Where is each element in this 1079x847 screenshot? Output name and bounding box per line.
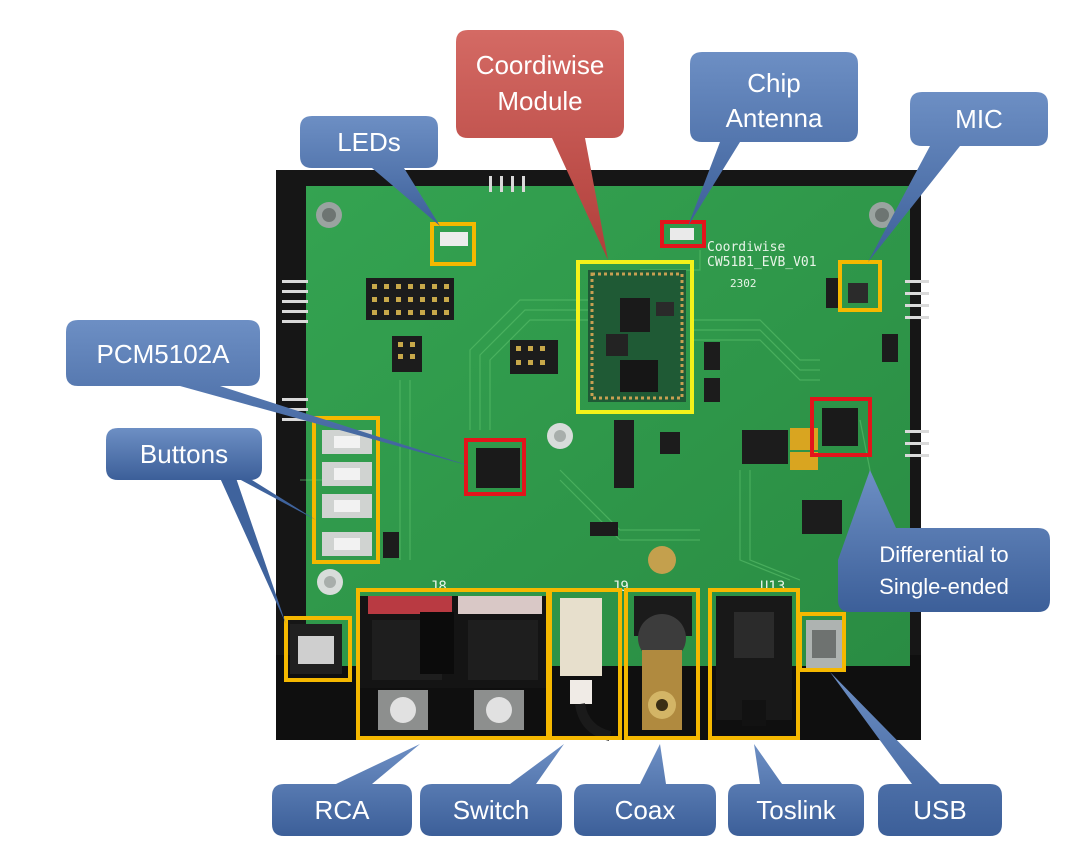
switch-body <box>560 598 612 741</box>
callout-chip-antenna-line2: Antenna <box>726 103 823 133</box>
callout-rca-label: RCA <box>315 795 371 825</box>
left-header-pins <box>282 280 308 421</box>
callout-coordiwise-module-line1: Coordiwise <box>476 50 605 80</box>
callout-mic-label: MIC <box>955 104 1003 134</box>
callout-usb: USB <box>830 672 1002 836</box>
pin-header-right <box>383 278 898 558</box>
module-highlight-box <box>576 260 694 414</box>
top-header-pins <box>489 176 525 192</box>
callout-toslink: Toslink <box>728 744 864 836</box>
differential-chip <box>822 408 858 446</box>
highlight-boxes <box>284 220 882 740</box>
leds-highlight-box <box>430 222 476 266</box>
tactile-buttons <box>322 430 372 556</box>
chip-antenna-highlight-box <box>660 220 706 248</box>
callout-mic: MIC <box>868 92 1048 262</box>
callout-switch-label: Switch <box>453 795 530 825</box>
pin-header-con15 <box>510 340 558 374</box>
coax-highlight-box <box>624 588 700 740</box>
callout-coordiwise-module-line2: Module <box>497 86 582 116</box>
silkscreen-code: 2302 <box>730 277 757 290</box>
callout-switch: Switch <box>420 744 564 836</box>
callout-pcm5102a-label: PCM5102A <box>97 339 231 369</box>
silkscreen-model: CW51B1_EVB_V01 <box>707 255 817 270</box>
mic-component <box>848 283 868 303</box>
toslink-body <box>716 596 792 726</box>
switch-highlight-box <box>548 588 622 740</box>
callout-usb-label: USB <box>913 795 966 825</box>
callout-leds: LEDs <box>300 116 440 226</box>
callout-buttons: Buttons <box>106 428 316 624</box>
usb-highlight-box <box>798 612 846 672</box>
callout-coax: Coax <box>574 744 716 836</box>
differential-highlight-box <box>810 397 872 457</box>
silkscreen-j8: J8 <box>430 579 447 595</box>
callout-differential: Differential to Single-ended <box>838 470 1050 612</box>
callout-chip-antenna: Chip Antenna <box>688 52 858 226</box>
silkscreen-brand: Coordiwise <box>707 240 785 255</box>
callout-toslink-label: Toslink <box>756 795 836 825</box>
silkscreen-u13: U13 <box>760 579 785 595</box>
pcm5102a-chip <box>476 448 520 488</box>
right-header-pins <box>905 280 929 457</box>
rca-connector-body <box>360 596 548 730</box>
callout-leds-label: LEDs <box>337 127 401 157</box>
coax-body <box>634 546 692 730</box>
buttons-highlight-box <box>312 416 380 564</box>
callout-differential-line2: Single-ended <box>879 574 1009 599</box>
callout-coax-label: Coax <box>615 795 676 825</box>
callout-chip-antenna-line1: Chip <box>747 68 800 98</box>
pin-header-center <box>614 342 720 488</box>
pin-header-con8 <box>366 278 454 320</box>
callout-pcm5102a: PCM5102A <box>66 320 470 466</box>
mic-highlight-box <box>838 260 882 312</box>
pin-header-con11 <box>392 336 422 372</box>
coordiwise-module-board <box>588 270 686 402</box>
pcm5102a-highlight-box <box>464 438 526 496</box>
callout-coordiwise-module: Coordiwise Module <box>456 30 624 260</box>
led-parts <box>440 232 468 246</box>
chip-antenna-part <box>670 228 694 240</box>
small-switch-highlight-box <box>284 616 352 682</box>
small-switch-body <box>290 624 342 674</box>
callout-differential-line1: Differential to <box>879 542 1008 567</box>
usb-body <box>806 620 842 668</box>
pcb-board <box>306 186 910 666</box>
callout-rca: RCA <box>272 744 420 836</box>
mounting-screws <box>316 202 895 595</box>
callout-buttons-label: Buttons <box>140 439 228 469</box>
